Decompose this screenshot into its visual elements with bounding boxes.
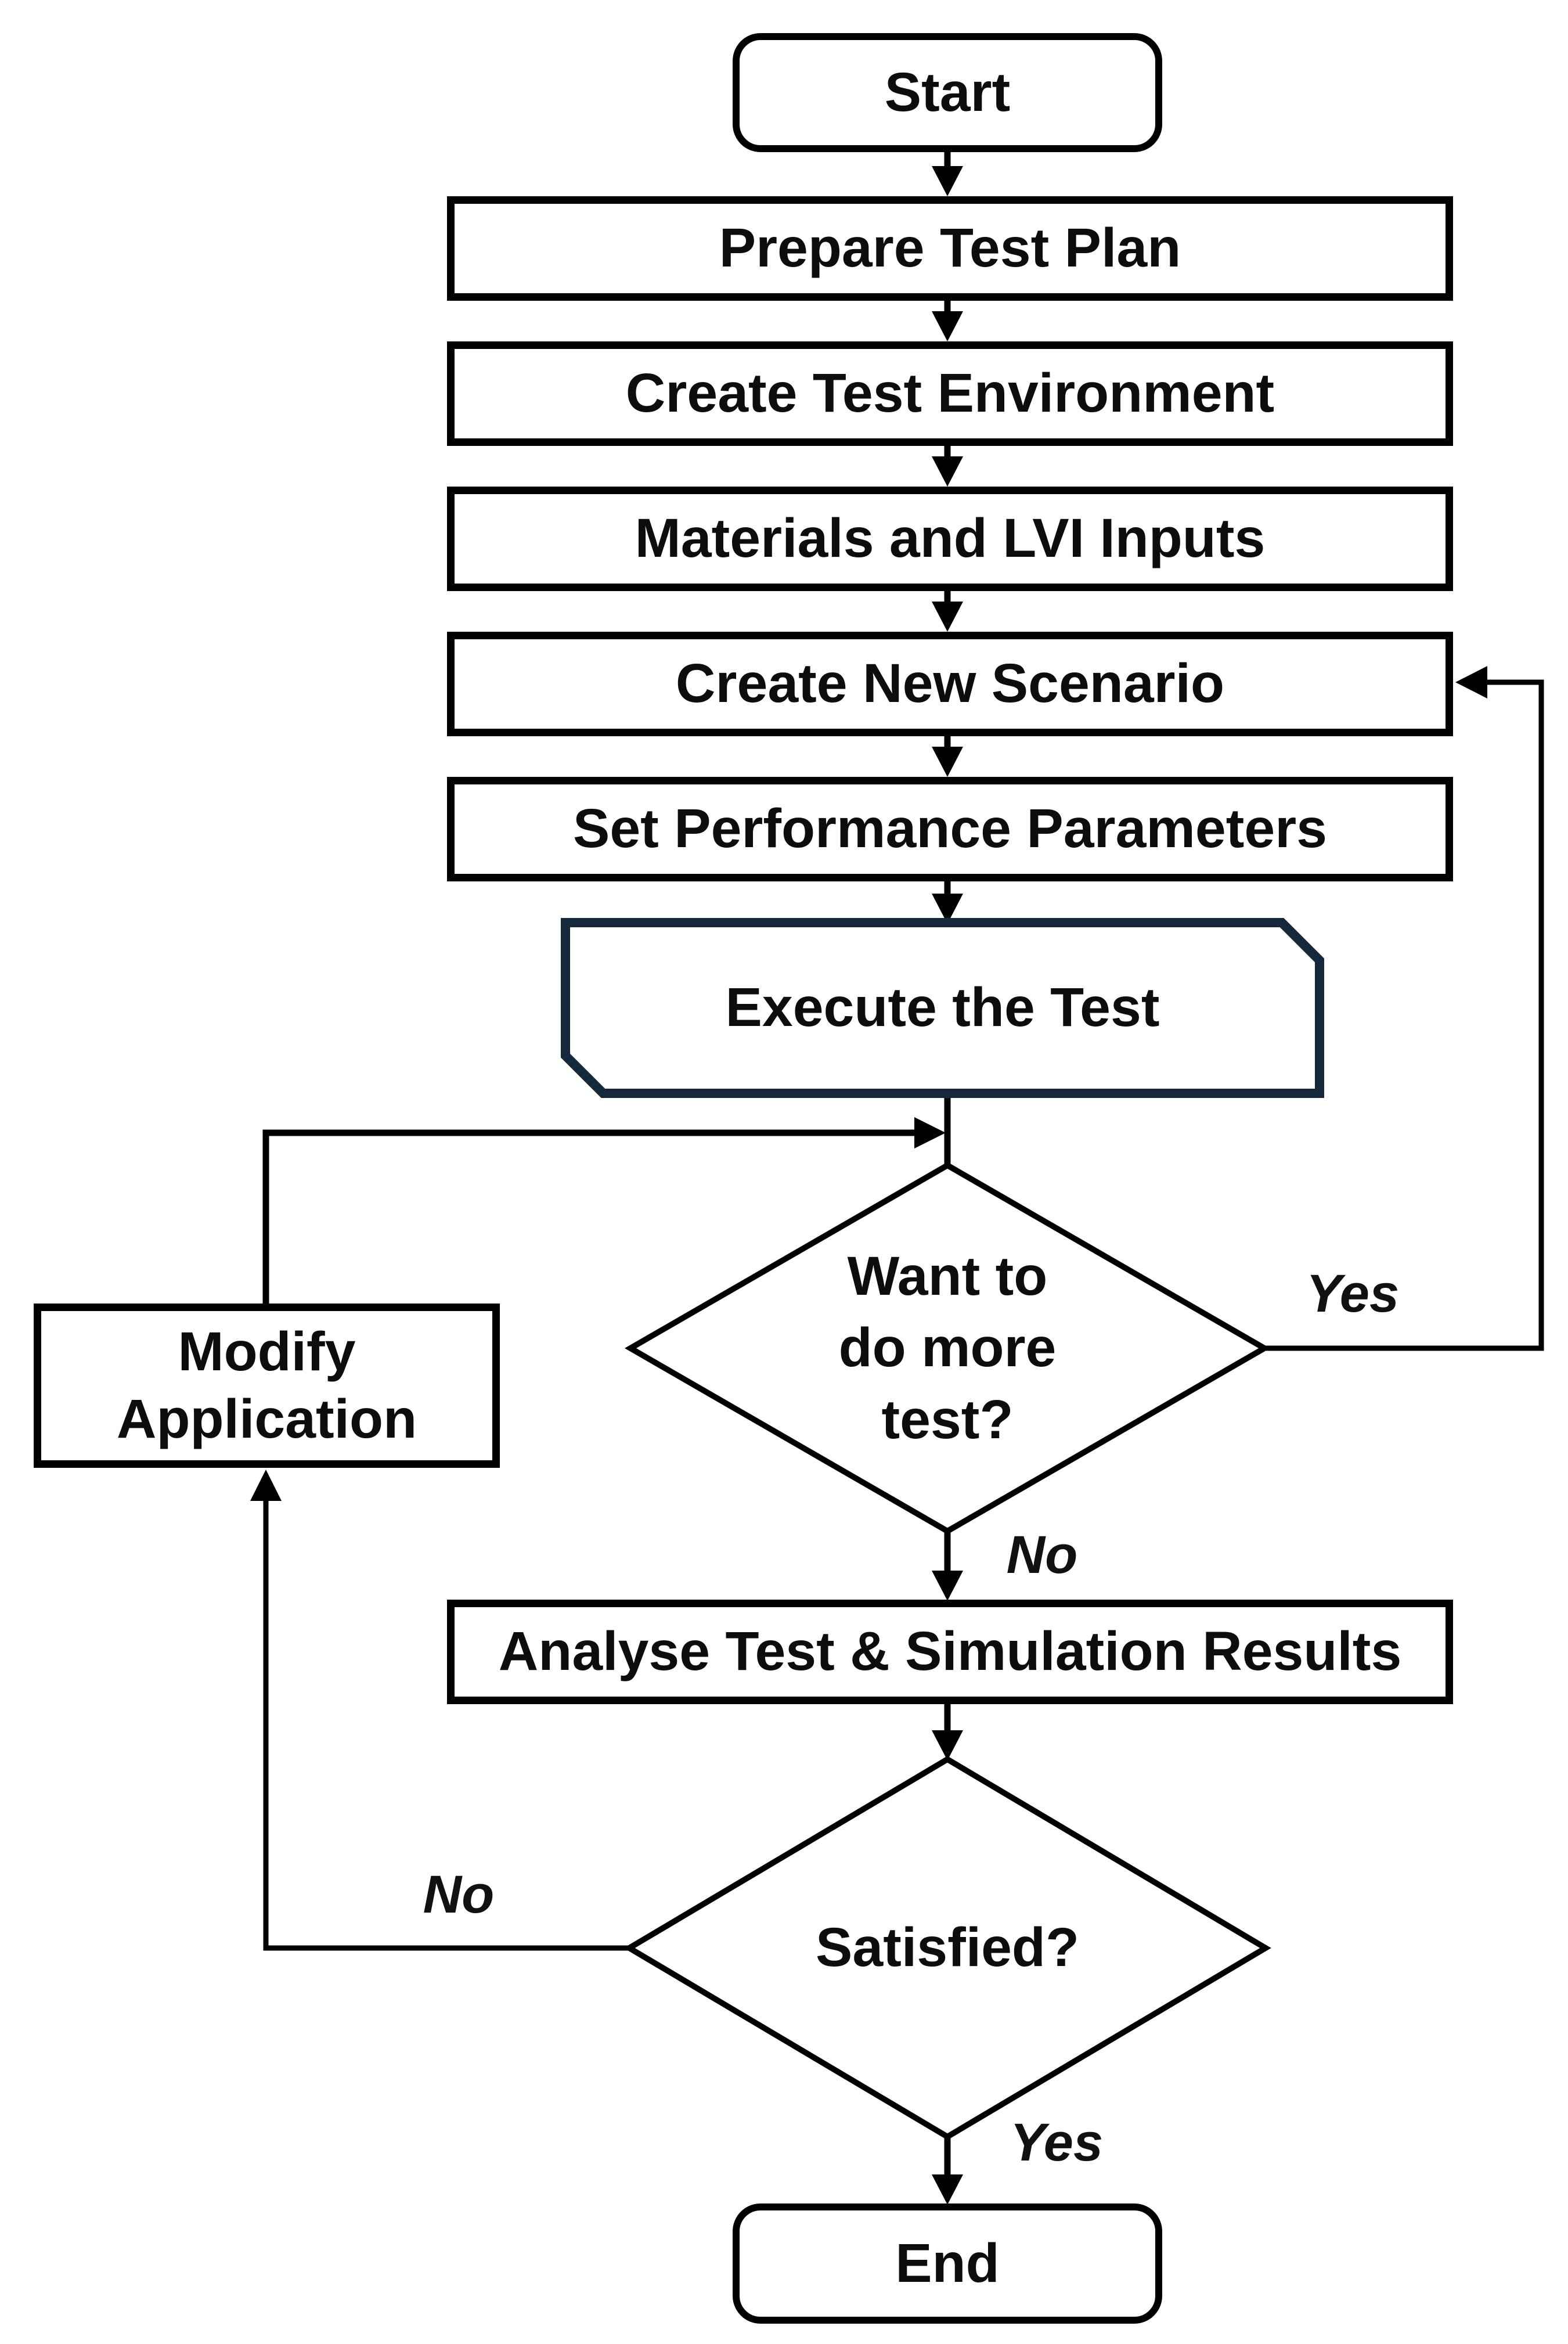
node-modify-application-label: Modify Application	[116, 1320, 417, 1450]
node-prepare-test-plan: Prepare Test Plan	[447, 196, 1453, 301]
edge-yes-loop-line	[1264, 679, 1544, 1351]
execute-node-shape	[561, 918, 1324, 1098]
edge-label-more-tests-yes: Yes	[1306, 1264, 1400, 1323]
edge-label-more-tests-no: No	[1006, 1525, 1078, 1585]
node-create-test-environment: Create Test Environment	[447, 341, 1453, 446]
node-start: Start	[733, 33, 1162, 152]
edge-prepare-environment-arrowhead	[932, 311, 963, 341]
edge-label-satisfied-yes: Yes	[1010, 2113, 1104, 2172]
edge-analyse-decision2-arrowhead	[932, 1730, 963, 1760]
decision-satisfied-label: Satisfied?	[816, 1917, 1079, 1979]
edge-decision2-end-arrowhead	[932, 2174, 963, 2205]
node-execute-the-test: Execute the Test	[565, 923, 1320, 1093]
edge-no-loop-arrowhead	[250, 1470, 282, 1501]
node-analyse-results-label: Analyse Test & Simulation Results	[498, 1621, 1402, 1683]
edge-materials-scenario-arrowhead	[932, 602, 963, 632]
node-execute-the-test-label: Execute the Test	[725, 977, 1160, 1039]
edge-label-satisfied-no: No	[423, 1865, 495, 1924]
edge-no-loop-line	[263, 1499, 630, 1951]
edge-yes-loop-arrowhead	[1455, 666, 1487, 698]
decision-more-tests-diamond	[624, 1162, 1271, 1535]
node-modify-application: Modify Application	[34, 1304, 500, 1468]
node-materials-lvi-inputs-label: Materials and LVI Inputs	[635, 507, 1266, 570]
node-create-test-environment-label: Create Test Environment	[625, 362, 1275, 424]
edge-modify-junction-arrowhead	[914, 1117, 946, 1148]
node-set-performance-parameters-label: Set Performance Parameters	[572, 798, 1327, 860]
decision-satisfied-diamond	[623, 1756, 1271, 2140]
node-set-performance-parameters: Set Performance Parameters	[447, 777, 1453, 881]
edge-modify-junction-line	[262, 1129, 916, 1304]
edge-start-prepare-arrowhead	[932, 166, 963, 196]
edge-scenario-parameters-arrowhead	[932, 747, 963, 777]
node-prepare-test-plan-label: Prepare Test Plan	[719, 217, 1181, 279]
node-create-new-scenario: Create New Scenario	[447, 632, 1453, 736]
decision-satisfied: Satisfied?	[715, 1832, 1180, 2064]
edge-decision1-analyse-arrowhead	[932, 1571, 963, 1601]
node-materials-lvi-inputs: Materials and LVI Inputs	[447, 487, 1453, 591]
node-end-label: End	[895, 2232, 1000, 2294]
decision-more-tests-label: Want to do more test?	[838, 1245, 1057, 1450]
edge-environment-materials-arrowhead	[932, 456, 963, 487]
node-analyse-results: Analyse Test & Simulation Results	[447, 1600, 1453, 1704]
node-end: End	[733, 2203, 1162, 2324]
edge-parameters-execute-arrowhead	[932, 894, 963, 924]
node-create-new-scenario-label: Create New Scenario	[675, 653, 1225, 715]
node-start-label: Start	[884, 61, 1011, 123]
decision-more-tests: Want to do more test?	[715, 1220, 1180, 1476]
